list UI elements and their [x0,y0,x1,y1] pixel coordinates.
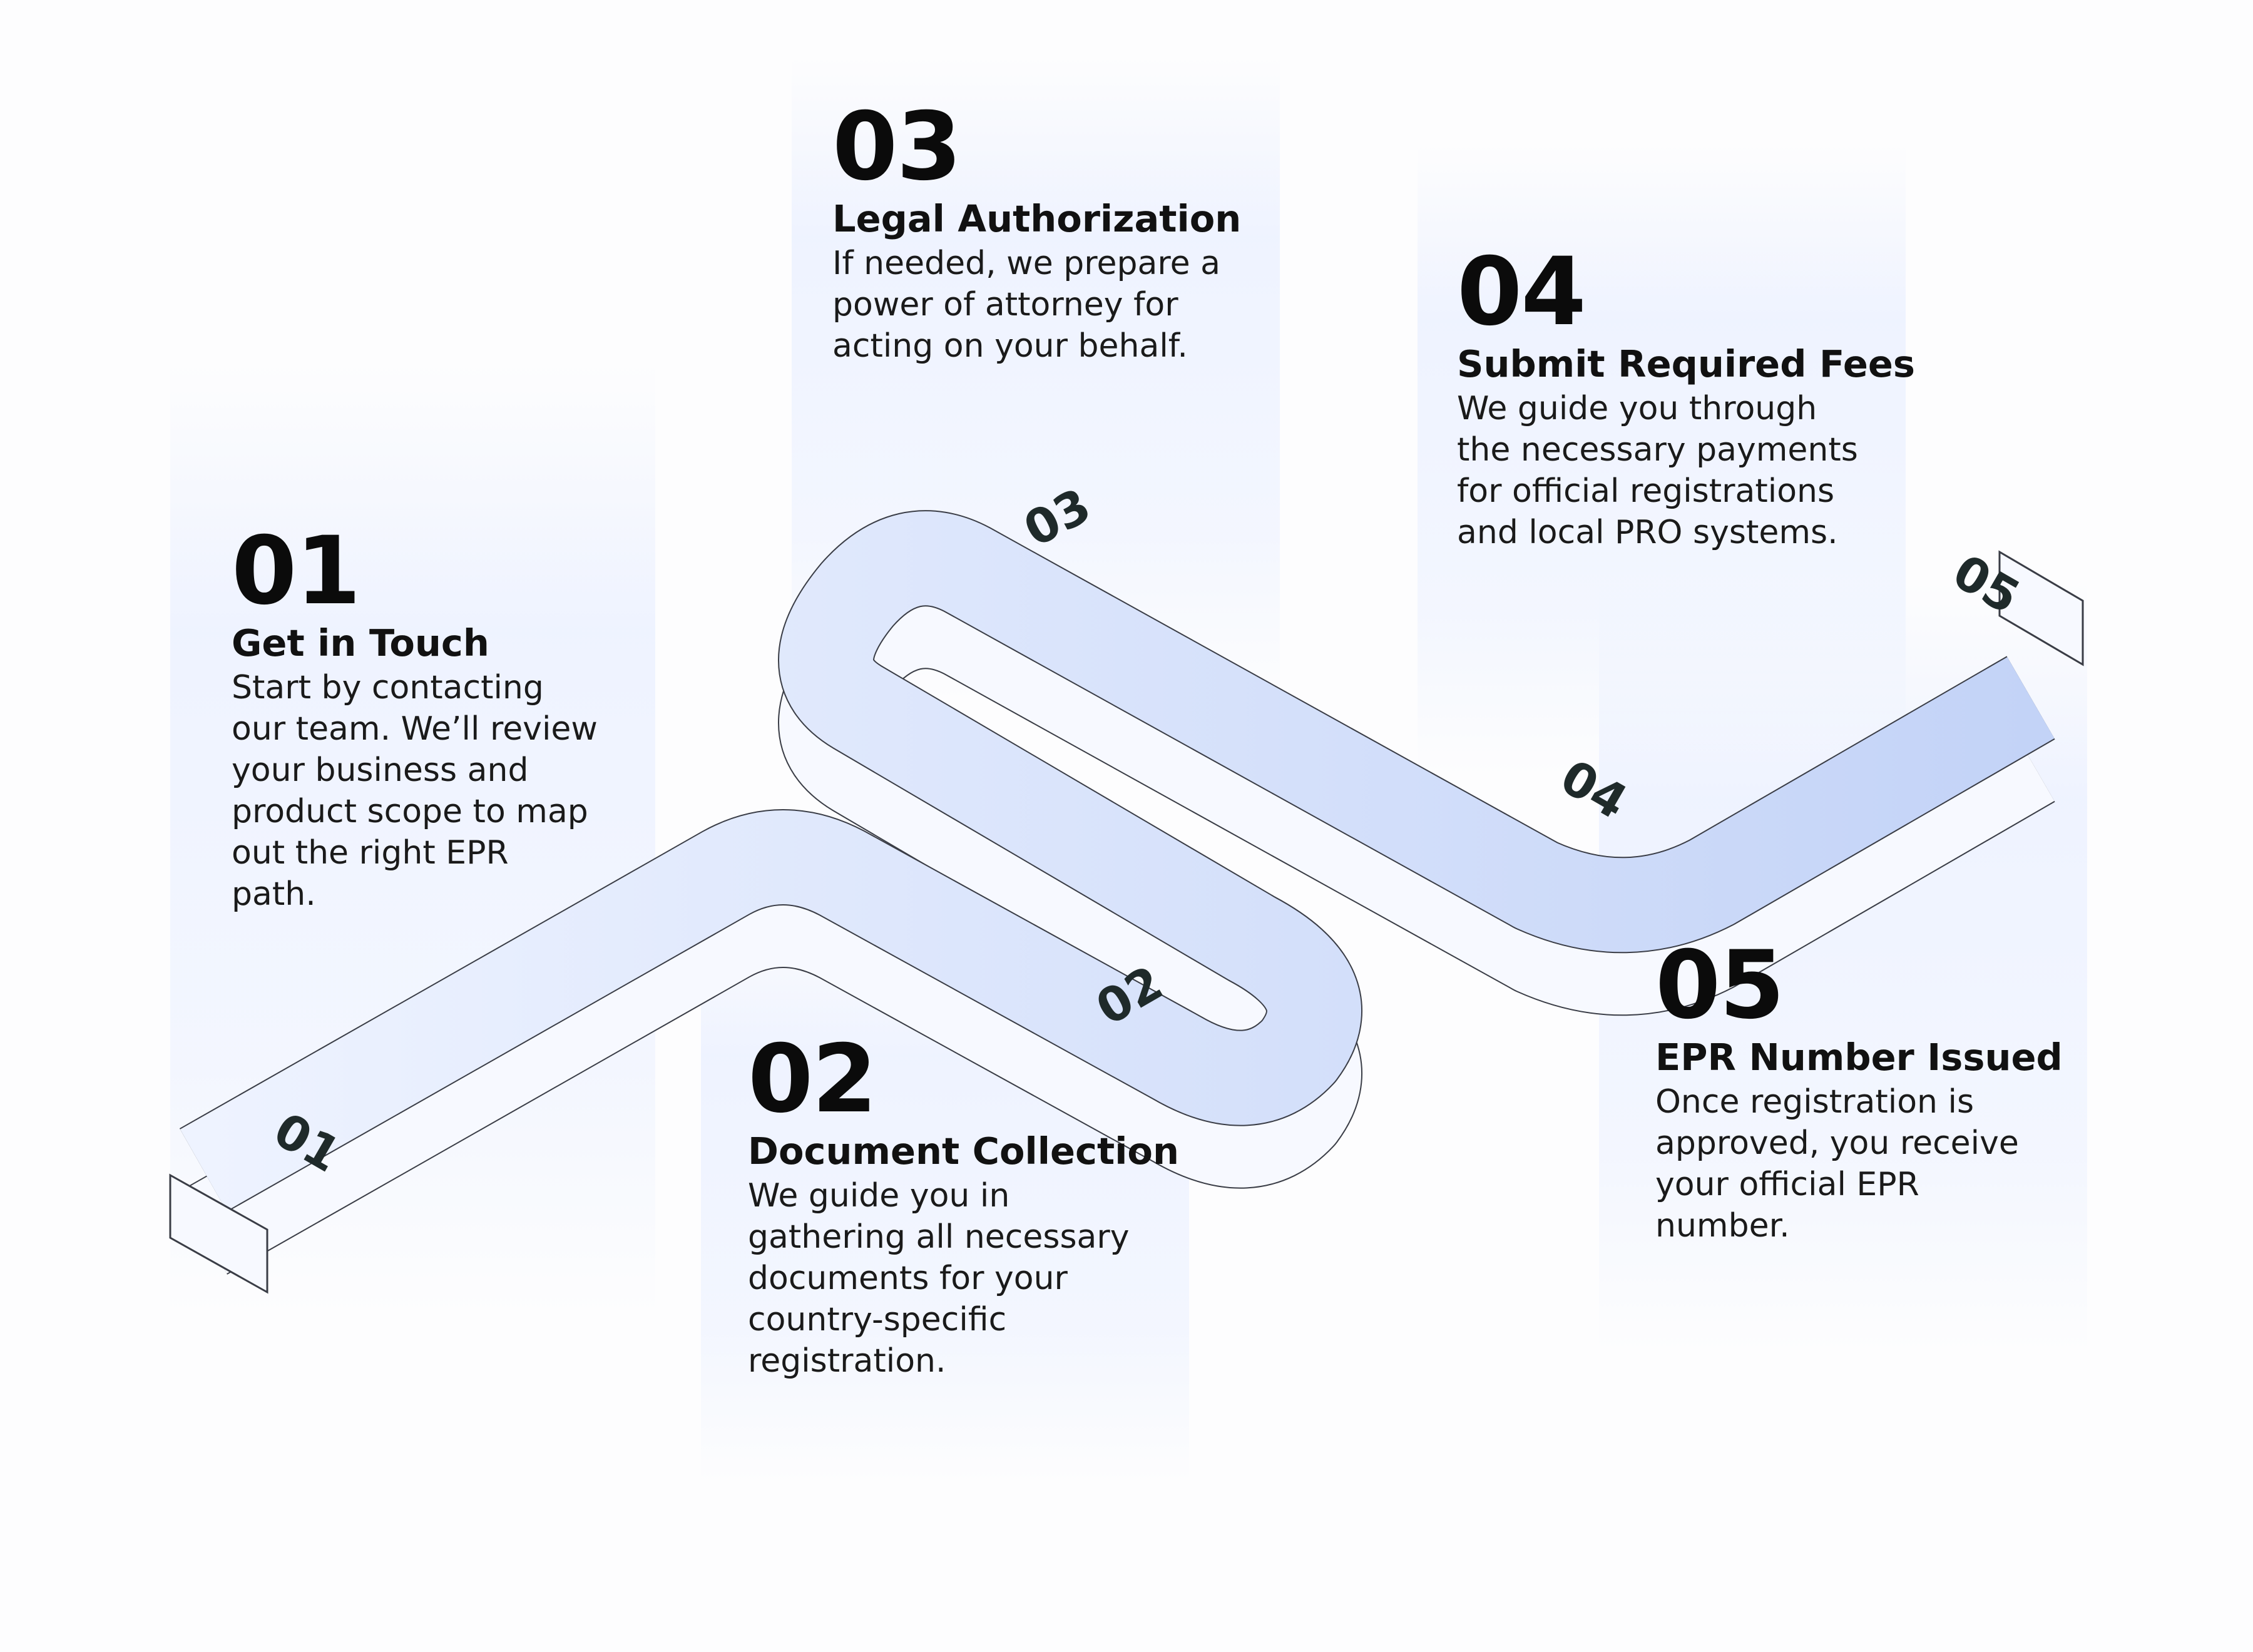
step-number: 04 [1457,238,1586,347]
path-start-cap [169,1173,268,1294]
step-title: EPR Number Issued [1655,1036,2063,1079]
step-description: Start by contacting our team. We’ll revi… [232,667,632,915]
step-description-line: out the right EPR [232,834,509,872]
step-05: 05 EPR Number Issued Once registration i… [1655,939,2106,1247]
step-title: Legal Authorization [832,197,1242,240]
step-description: If needed, we prepare a power of attorne… [832,243,1283,367]
path-marker-03: 03 [1015,477,1100,558]
step-description: Once registration is approved, you recei… [1655,1081,2106,1247]
step-04: 04 Submit Required Fees We guide you thr… [1457,238,1916,553]
step-description-line: If needed, we prepare a [832,244,1220,282]
step-description-line: and local PRO systems. [1457,513,1838,551]
step-number: 03 [832,93,962,201]
step-number: 01 [232,517,361,626]
step-03: 03 Legal Authorization If needed, we pre… [832,100,1283,367]
step-description-line: number. [1655,1206,1790,1245]
step-description-line: documents for your [748,1259,1068,1297]
step-description-line: We guide you through [1457,389,1817,427]
step-title: Document Collection [748,1129,1179,1173]
step-02: 02 Document Collection We guide you in g… [748,1032,1198,1382]
step-title: Submit Required Fees [1457,342,1916,385]
step-description-line: for official registrations [1457,472,1835,510]
step-description-line: our team. We’ll review [232,710,598,748]
step-description-line: acting on your behalf. [832,327,1188,365]
path-top [180,511,2055,1211]
step-description-line: country-specific [748,1300,1007,1338]
step-description-line: your business and [232,751,529,789]
path-side-fill [180,574,2055,1274]
path-marker-04: 04 [1551,749,1637,830]
step-description-line: Once registration is [1655,1083,1975,1121]
step-description-line: Start by contacting [232,668,544,706]
step-description-line: registration. [748,1342,946,1380]
step-description-line: product scope to map [232,792,588,830]
step-description-line: path. [232,875,316,913]
step-description: We guide you through the necessary payme… [1457,388,1908,553]
step-number: 05 [1655,931,1785,1040]
step-description: We guide you in gathering all necessary … [748,1175,1198,1382]
step-description-line: power of attorney for [832,285,1178,324]
step-description-line: approved, you receive [1655,1124,2019,1162]
path-end-cap [1998,550,2084,666]
step-description-line: We guide you in [748,1176,1010,1215]
step-description-line: the necessary payments [1457,431,1858,469]
step-description-line: your official EPR [1655,1165,1919,1203]
step-description-line: gathering all necessary [748,1218,1130,1256]
step-01: 01 Get in Touch Start by contacting our … [232,524,632,915]
step-title: Get in Touch [232,621,489,665]
step-number: 02 [748,1025,877,1134]
